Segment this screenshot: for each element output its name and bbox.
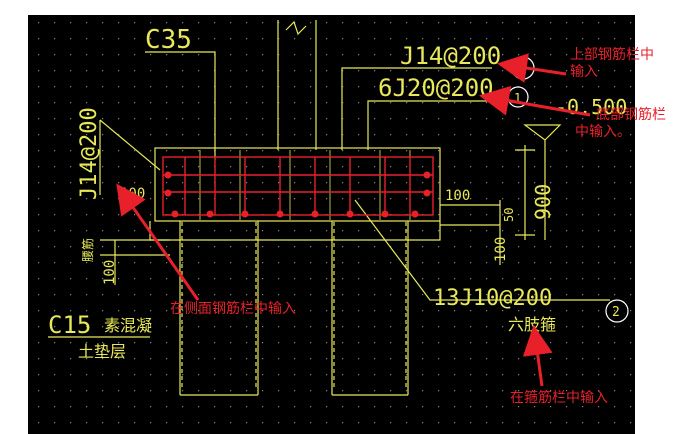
bottom-note-line1: 底部钢筋栏 bbox=[596, 106, 666, 123]
break-symbol bbox=[285, 20, 307, 36]
bottom-rebar-text: 6J20@200 bbox=[378, 74, 494, 102]
inner-verticals bbox=[199, 150, 411, 220]
rebar-longitudinal bbox=[163, 174, 433, 193]
dim-lines-right bbox=[440, 200, 501, 265]
dim-50: 50 bbox=[502, 208, 516, 222]
cushion-text: 素混凝 bbox=[104, 316, 152, 335]
annotation-arrows bbox=[116, 53, 591, 387]
height-dim-text: 900 bbox=[531, 184, 555, 220]
side-note: 在侧面钢筋栏中输入 bbox=[170, 300, 296, 317]
callout-3: 3 bbox=[518, 62, 526, 77]
elevation-text: -0.500 bbox=[555, 95, 627, 119]
rebar-cage bbox=[162, 156, 434, 216]
pile-inner-lines bbox=[181, 222, 407, 390]
stirrup-note-arrow bbox=[522, 325, 553, 387]
stirrup-type: 六肢箍 bbox=[508, 315, 556, 334]
side-rebar-leader bbox=[99, 119, 161, 195]
dim-100-b: 100 bbox=[445, 188, 470, 204]
stirrup-text: 13J10@200 bbox=[433, 286, 552, 311]
column-outline bbox=[277, 20, 317, 150]
bottom-note-line2: 中输入。 bbox=[575, 124, 631, 140]
rebar-dots bbox=[164, 171, 431, 218]
top-note-line2: 输入 bbox=[570, 64, 598, 80]
height-dimension-line bbox=[515, 145, 535, 240]
rebar-outline bbox=[162, 156, 434, 216]
bottom-note-arrow bbox=[479, 85, 591, 117]
bottom-rebar-leader bbox=[367, 100, 492, 150]
left-pile bbox=[179, 221, 259, 396]
stirrup-note: 在箍筋栏中输入 bbox=[510, 389, 608, 406]
c35-leader bbox=[145, 51, 216, 160]
top-rebar-leader bbox=[341, 67, 492, 150]
side-rebar-text: J14@200 bbox=[77, 107, 102, 200]
top-note-arrow bbox=[497, 53, 567, 83]
callout-1: 1 bbox=[514, 91, 521, 105]
rebar-stirrups bbox=[184, 157, 411, 215]
dim-100-d: 100 bbox=[493, 237, 509, 262]
concrete-grade: C35 bbox=[145, 25, 192, 55]
stirrup-leader bbox=[354, 199, 610, 301]
elevation-marker bbox=[523, 124, 562, 240]
right-pile bbox=[331, 221, 409, 396]
pile-cap-label: 腰筋 bbox=[80, 238, 95, 262]
pile-cap-outline bbox=[154, 147, 441, 222]
cad-geometry bbox=[48, 20, 610, 396]
cushion-grade: C15 bbox=[48, 311, 91, 339]
callout-2-circle bbox=[605, 299, 629, 323]
side-note-arrow bbox=[116, 183, 200, 301]
dim-100-c: 100 bbox=[102, 260, 118, 285]
top-note-line1: 上部钢筋栏中 bbox=[570, 46, 654, 63]
dim-lines-left bbox=[100, 239, 170, 285]
top-rebar-text: J14@200 bbox=[400, 42, 501, 70]
callout-2: 2 bbox=[612, 305, 620, 320]
cushion-layer: 土垫层 bbox=[78, 342, 126, 361]
